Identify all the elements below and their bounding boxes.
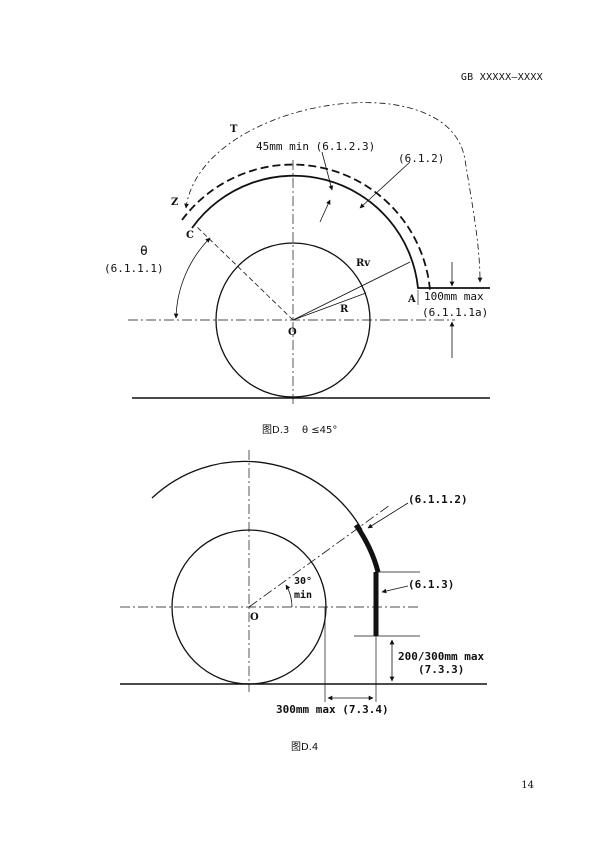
- label-45mm-min: 45mm min (6.1.2.3): [256, 140, 375, 153]
- label-theta: θ: [140, 244, 148, 259]
- angle-arc-d4: [285, 584, 293, 608]
- mudguard-arc-d4: [151, 460, 363, 531]
- clearance-dashed-arc: [181, 163, 431, 291]
- label-100mm-max: 100mm max: [424, 290, 484, 303]
- label-300mm-max: 300mm max (7.3.4): [276, 703, 389, 716]
- label-angle: 30°: [294, 576, 312, 587]
- rear-flap-upper: [353, 523, 381, 573]
- radius-line-R: [292, 292, 367, 321]
- leader-612: [359, 161, 411, 209]
- T-dashed-arc: [184, 102, 483, 283]
- figure-d3: T Z C A O R Rv θ (6.1.1.1) 45mm min (6.1…: [104, 102, 490, 405]
- label-C: C: [186, 230, 194, 241]
- gap-arrow: [319, 199, 331, 223]
- label-ref-612: (6.1.2): [398, 152, 444, 165]
- label-ref-6112: (6.1.1.2): [408, 493, 468, 506]
- label-angle-min: min: [294, 589, 312, 601]
- leader-613: [381, 585, 409, 594]
- figure-d4: O (6.1.1.2) (6.1.3) 30° min 200/300mm ma…: [120, 450, 487, 716]
- label-O-d3: O: [288, 327, 297, 338]
- caption-d4-label: 图D.4: [291, 742, 319, 753]
- label-Z: Z: [171, 197, 178, 208]
- label-200-300-max: 200/300mm max: [398, 650, 484, 663]
- label-A: A: [407, 294, 416, 305]
- radius-line-to-C: [195, 225, 294, 321]
- leader-6112: [367, 502, 409, 529]
- caption-d4: 图D.4: [291, 738, 318, 753]
- mudguard-arc: [191, 174, 490, 289]
- leader-45mm: [321, 151, 334, 191]
- label-ref-6111a: (6.1.1.1a): [422, 306, 488, 319]
- caption-d3: 图D.3 θ ≤45°: [262, 421, 337, 436]
- label-O-d4: O: [250, 612, 259, 623]
- label-Rv: Rv: [356, 258, 371, 269]
- page-number: 14: [521, 780, 534, 791]
- caption-d3-label: 图D.3: [262, 425, 290, 436]
- thirty-deg-line: [248, 504, 391, 608]
- label-ref-733: (7.3.3): [418, 663, 464, 676]
- theta-angle-arc: [173, 237, 211, 319]
- caption-d3-condition: θ ≤45°: [301, 425, 338, 436]
- label-T: T: [230, 124, 238, 135]
- label-theta-ref: (6.1.1.1): [104, 262, 164, 275]
- label-ref-613: (6.1.3): [408, 578, 454, 591]
- label-R: R: [340, 304, 349, 315]
- document-code: GB XXXXX—XXXX: [460, 72, 543, 83]
